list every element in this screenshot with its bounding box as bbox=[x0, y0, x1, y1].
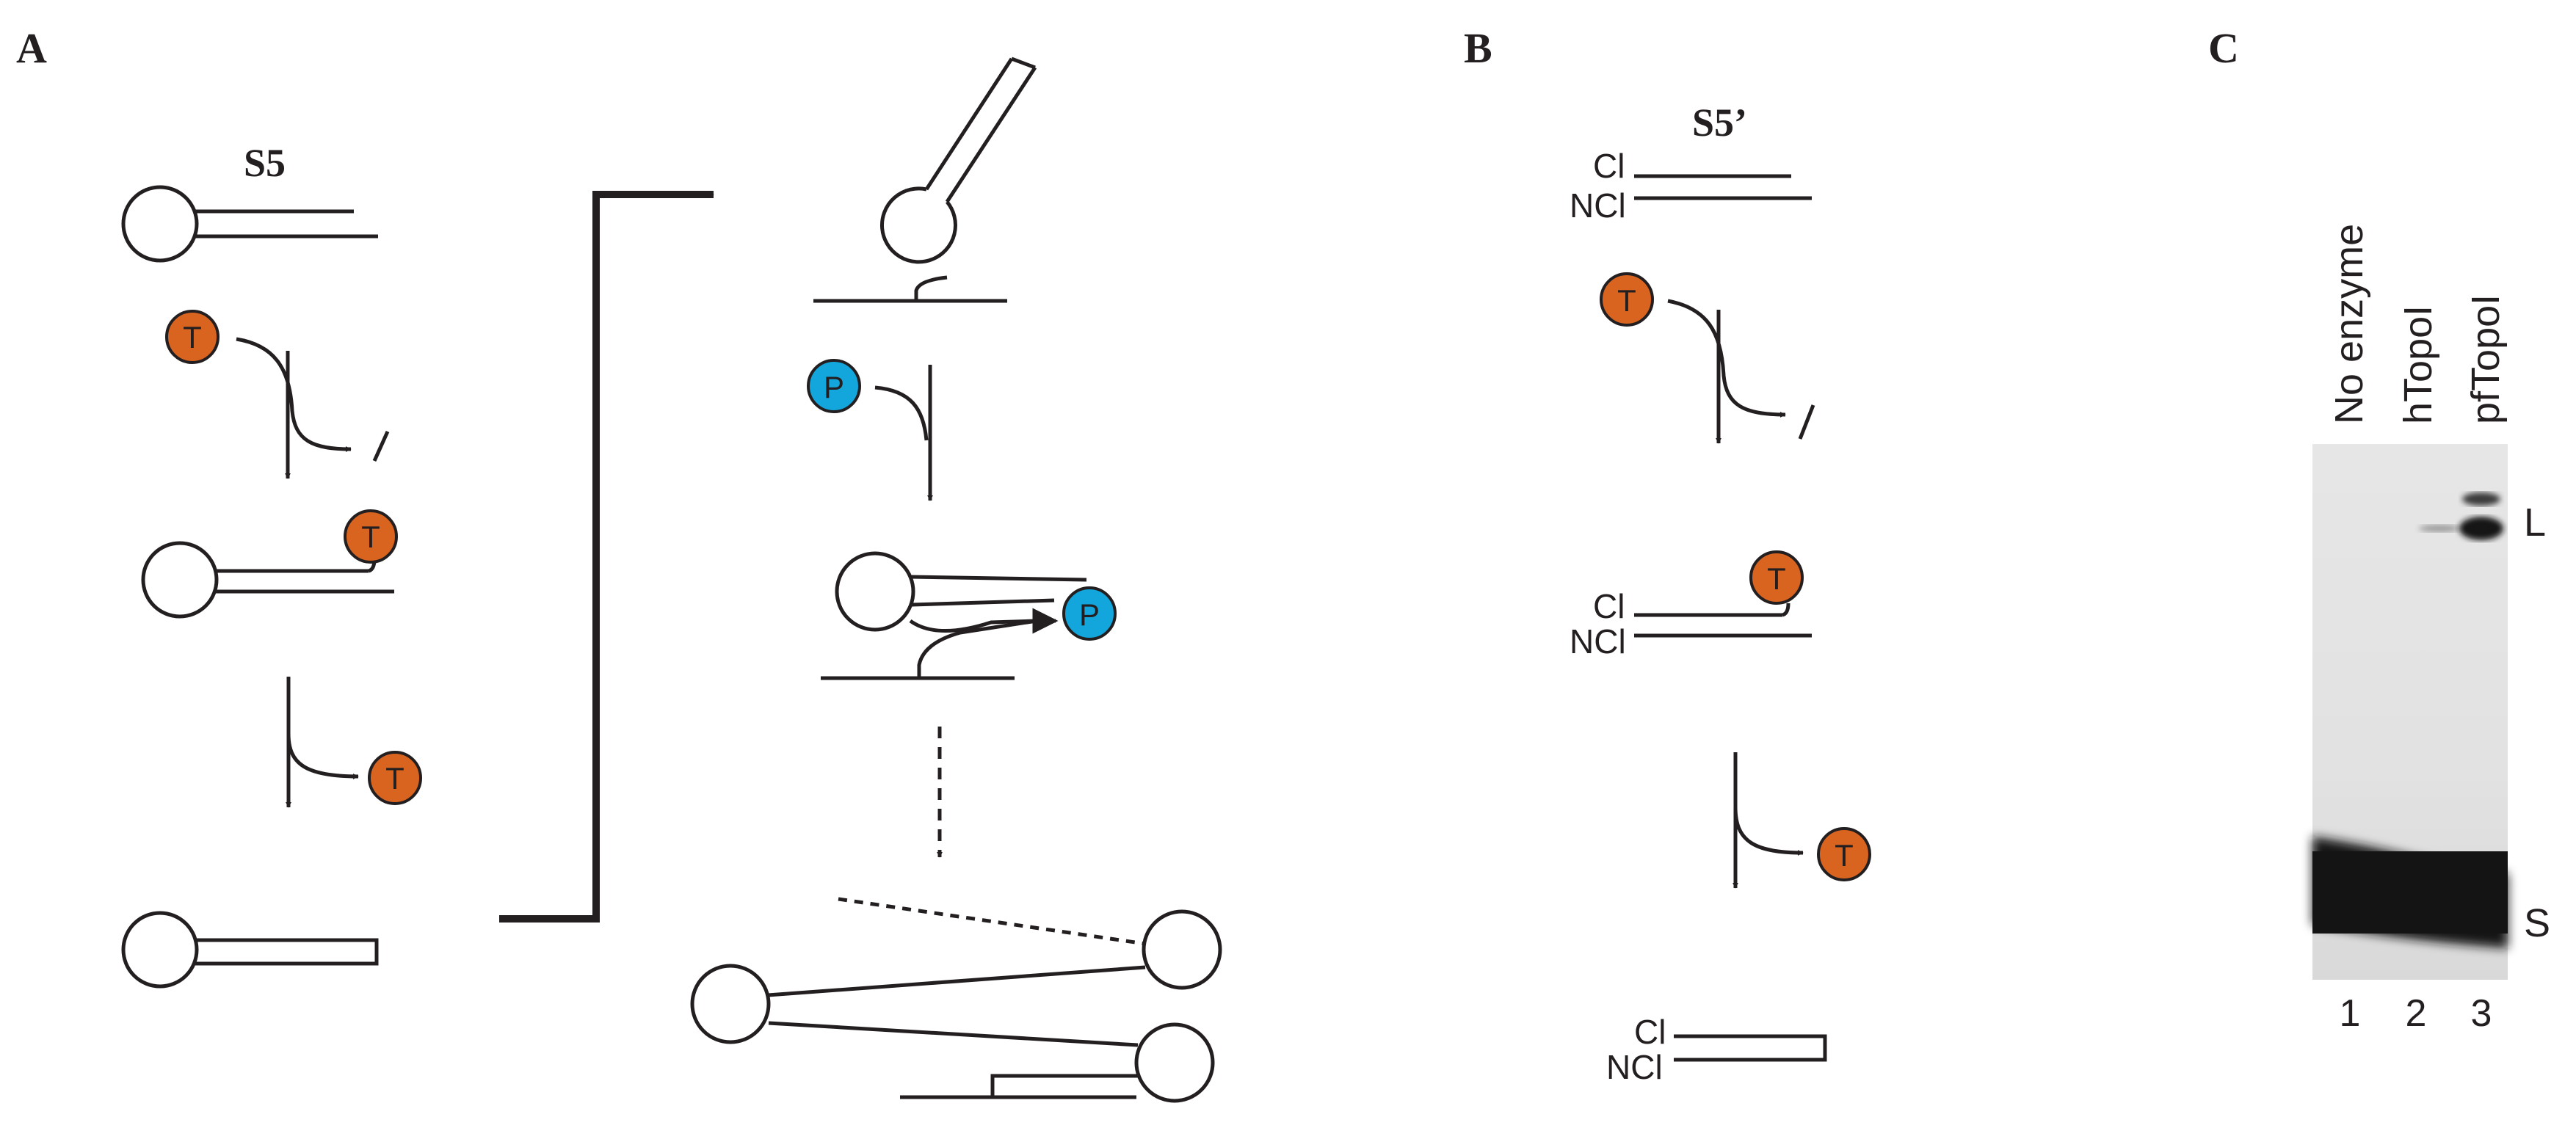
topo-t-badge: T bbox=[1817, 827, 1871, 881]
ligation-arrows bbox=[874, 365, 933, 501]
s5-prime-cleaved: Cl NCl bbox=[1570, 587, 1812, 661]
closed-hairpin-a bbox=[121, 911, 379, 989]
release-arrows-a bbox=[286, 677, 359, 808]
lane-number-2: 2 bbox=[2406, 992, 2427, 1035]
strand-label-ncl: NCl bbox=[1570, 186, 1626, 225]
band-label-l: L bbox=[2524, 501, 2546, 545]
topo-t-letter: T bbox=[1767, 561, 1786, 596]
topo-t-letter: T bbox=[385, 761, 404, 796]
gel-band-s bbox=[2312, 837, 2508, 948]
s5-prime-ligated: Cl NCl bbox=[1606, 1013, 1827, 1086]
topo-t-letter: T bbox=[361, 520, 380, 554]
strand-label-ncl: NCl bbox=[1606, 1048, 1663, 1086]
cleavage-arrows-b bbox=[1667, 299, 1815, 444]
substrate-label-s5: S5 bbox=[244, 141, 286, 185]
ligase-p-badge: P bbox=[807, 359, 861, 413]
lane-name-3: pfTopoI bbox=[2464, 294, 2508, 424]
s5-hairpin bbox=[121, 185, 378, 263]
panel-label-a: A bbox=[16, 24, 47, 72]
gel-band-l bbox=[2419, 492, 2503, 540]
substrate-label-s5-prime: S5’ bbox=[1692, 101, 1747, 145]
topo-t-letter: T bbox=[1617, 283, 1636, 318]
dumbbell-product bbox=[690, 897, 1222, 1103]
topo-t-letter: T bbox=[183, 320, 202, 354]
connector-arrow bbox=[499, 191, 714, 923]
ligase-p-badge: P bbox=[1062, 586, 1117, 641]
release-arrows-b bbox=[1733, 752, 1804, 889]
topo-t-badge: T bbox=[344, 509, 398, 564]
topo-t-badge: T bbox=[1600, 272, 1654, 327]
hairpin-on-template bbox=[813, 57, 1037, 303]
s5-prime-duplex: Cl NCl bbox=[1570, 147, 1812, 225]
lane-name-1: No enzyme bbox=[2327, 224, 2371, 424]
ligase-p-letter: P bbox=[824, 370, 844, 404]
band-label-s: S bbox=[2524, 901, 2550, 945]
strand-label-ncl: NCl bbox=[1570, 622, 1626, 661]
ligase-p-letter: P bbox=[1079, 597, 1100, 632]
topo-t-badge: T bbox=[368, 751, 422, 805]
lane-number-3: 3 bbox=[2471, 992, 2492, 1035]
topo-t-badge: T bbox=[1749, 550, 1804, 605]
strand-label-cl: Cl bbox=[1593, 587, 1625, 625]
lane-number-1: 1 bbox=[2340, 992, 2361, 1035]
lane-name-2: hTopoI bbox=[2396, 305, 2440, 424]
cleavage-arrows-a bbox=[236, 337, 390, 479]
strand-label-cl: Cl bbox=[1634, 1013, 1666, 1051]
topo-t-letter: T bbox=[1835, 838, 1854, 873]
ligation-intermediate bbox=[821, 551, 1087, 680]
strand-label-cl: Cl bbox=[1593, 147, 1625, 185]
gel-panel: C No enzyme hTopoI pfTopoI L S 1 2 3 bbox=[2208, 24, 2550, 1035]
panel-label-c: C bbox=[2208, 24, 2239, 72]
topo-t-badge: T bbox=[165, 310, 219, 364]
panel-label-b: B bbox=[1464, 24, 1492, 72]
